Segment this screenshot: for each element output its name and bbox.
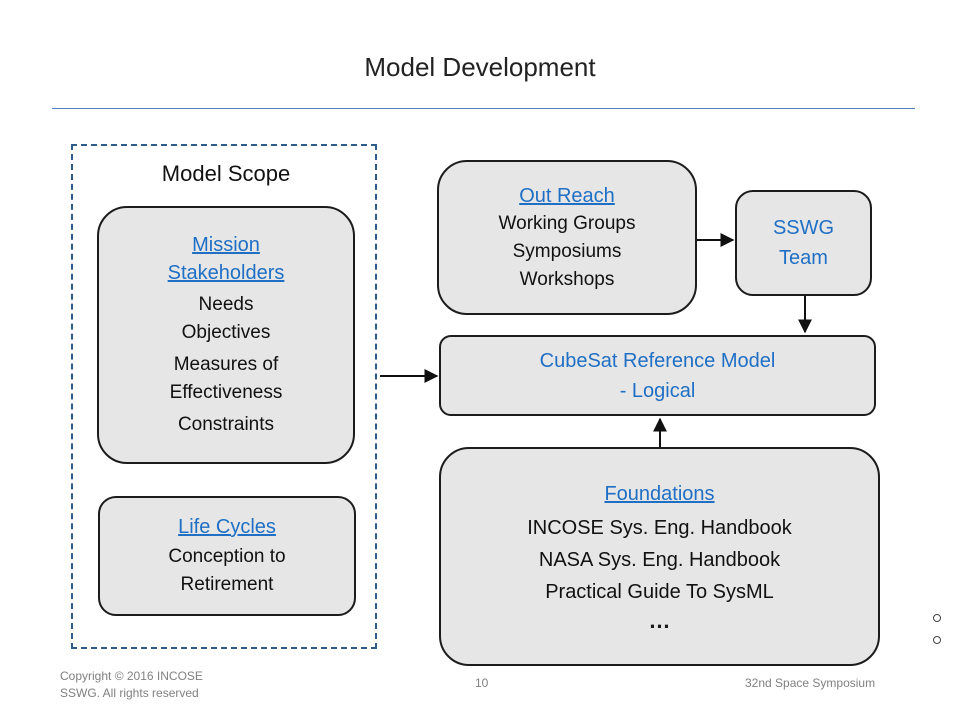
footer-page-number: 10 xyxy=(475,676,489,690)
foundations-box: Foundations INCOSE Sys. Eng. Handbook NA… xyxy=(439,447,880,666)
mission-item-objectives: Objectives xyxy=(181,322,271,343)
foundations-ellipsis: … xyxy=(648,607,671,633)
sswg-team-line1: SSWG xyxy=(772,217,835,239)
title-divider xyxy=(52,108,915,109)
cubesat-reference-model-box: CubeSat Reference Model - Logical xyxy=(439,335,876,416)
out-reach-item-symposiums: Symposiums xyxy=(512,240,622,262)
life-cycles-item-line2: Retirement xyxy=(180,574,274,595)
mission-item-constraints: Constraints xyxy=(177,414,275,435)
footer-copyright: Copyright © 2016 INCOSE SSWG. All rights… xyxy=(60,668,260,702)
mission-item-moe-line1: Measures of xyxy=(173,354,279,375)
sswg-team-box: SSWG Team xyxy=(735,190,872,296)
mission-stakeholders-link-line2[interactable]: Stakeholders xyxy=(167,262,285,284)
mission-stakeholders-link-line1[interactable]: Mission xyxy=(192,234,260,256)
life-cycles-link[interactable]: Life Cycles xyxy=(178,516,276,538)
slide-title: Model Development xyxy=(364,52,596,82)
foundations-item-incose: INCOSE Sys. Eng. Handbook xyxy=(527,516,792,539)
cubesat-reference-model-line2: - Logical xyxy=(619,379,696,402)
out-reach-item-working-groups: Working Groups xyxy=(498,212,636,234)
out-reach-item-workshops: Workshops xyxy=(519,268,615,290)
footer-copyright-line1: Copyright © 2016 INCOSE xyxy=(60,669,203,683)
out-reach-link[interactable]: Out Reach xyxy=(519,184,615,207)
mission-item-needs: Needs xyxy=(198,294,254,315)
mission-stakeholders-box: Mission Stakeholders Needs Objectives Me… xyxy=(97,206,355,464)
decorative-ring-top xyxy=(933,614,941,622)
model-scope-frame xyxy=(71,144,377,649)
foundations-item-sysml: Practical Guide To SysML xyxy=(545,580,774,603)
mission-item-moe-line2: Effectiveness xyxy=(169,382,283,403)
foundations-item-nasa: NASA Sys. Eng. Handbook xyxy=(538,548,781,571)
out-reach-box: Out Reach Working Groups Symposiums Work… xyxy=(437,160,697,315)
life-cycles-box: Life Cycles Conception to Retirement xyxy=(98,496,356,616)
sswg-team-line2: Team xyxy=(779,247,828,269)
decorative-ring-bottom xyxy=(933,636,941,644)
model-scope-label: Model Scope xyxy=(161,161,291,186)
life-cycles-item-line1: Conception to xyxy=(168,546,286,567)
foundations-link[interactable]: Foundations xyxy=(604,482,715,505)
footer-copyright-line2: SSWG. All rights reserved xyxy=(60,686,199,700)
footer-event-name: 32nd Space Symposium xyxy=(745,676,876,690)
cubesat-reference-model-line1: CubeSat Reference Model xyxy=(539,349,776,372)
